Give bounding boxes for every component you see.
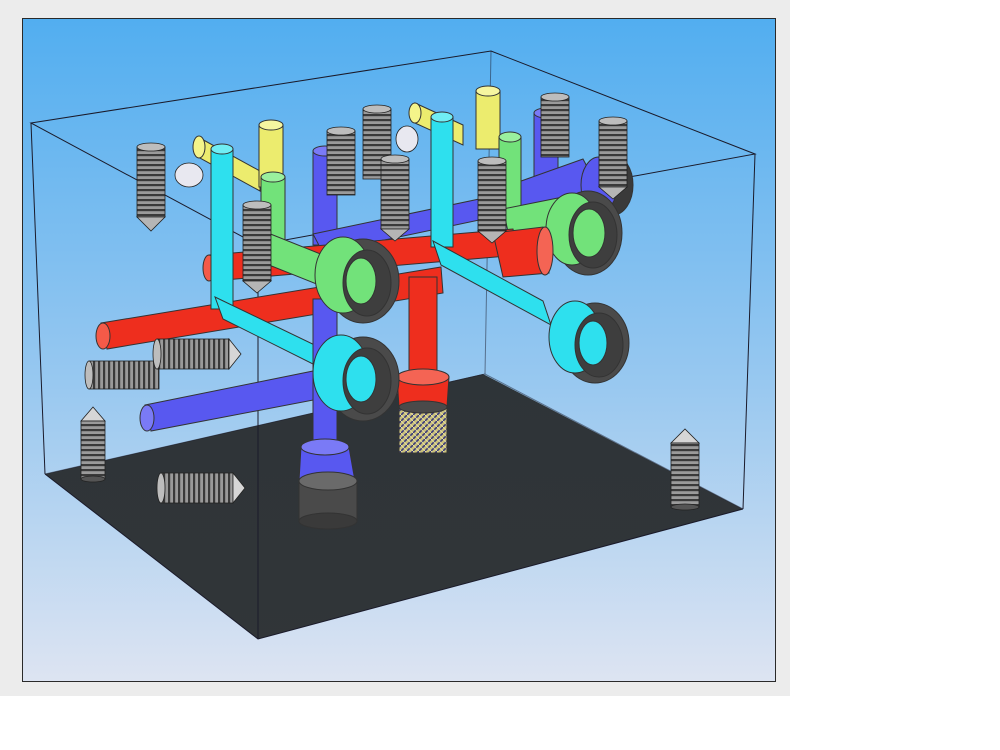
cyan-pipe-network xyxy=(210,111,630,384)
bolts-horizontal xyxy=(84,337,246,505)
3d-viewport[interactable] xyxy=(22,18,776,682)
cyan-fitting-front xyxy=(312,334,400,422)
bolt xyxy=(136,142,166,232)
bolt xyxy=(156,471,246,505)
bolt xyxy=(476,156,508,244)
green-pipe-rear xyxy=(498,131,623,276)
bolt xyxy=(540,92,570,158)
bolt xyxy=(241,200,273,294)
viewport-frame xyxy=(0,0,790,696)
bolt xyxy=(152,337,242,371)
bolts-vertical xyxy=(80,92,700,511)
bolt xyxy=(379,154,411,242)
floor-plane xyxy=(45,374,743,639)
bolt xyxy=(326,126,356,196)
bolt xyxy=(670,428,700,511)
bolt xyxy=(84,360,160,390)
green-fitting-front xyxy=(260,171,400,324)
3d-manifold-model-icon[interactable] xyxy=(23,19,775,681)
bolt xyxy=(597,116,629,200)
bolt xyxy=(80,406,106,483)
